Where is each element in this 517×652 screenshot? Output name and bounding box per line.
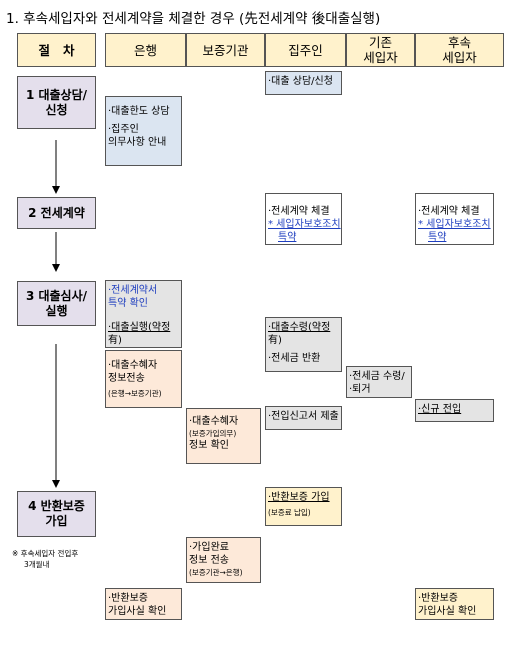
side-note: ※ 후속세입자 전입후 3개월내 bbox=[12, 549, 79, 569]
landlord-loan-consult-box: ·대출 상담/신청 bbox=[265, 71, 342, 95]
header-guarantor: 보증기관 bbox=[186, 33, 265, 67]
bank-consult-box: ·대출한도 상담 ·집주인 의무사항 안내 bbox=[105, 96, 182, 166]
header-landlord: 집주인 bbox=[265, 33, 346, 67]
header-existing-tenant: 기존 세입자 bbox=[346, 33, 415, 67]
landlord-report-box: ·전입신고서 제출 bbox=[265, 406, 342, 430]
bank-review-box: ·전세계약서 특약 확인 ·대출실행(약정 有) bbox=[105, 280, 182, 348]
bank-send-info-box: ·대출수혜자 정보전송 (은행→보증기관) bbox=[105, 350, 182, 408]
header-procedure: 절 차 bbox=[17, 33, 96, 67]
guarantor-check-box: ·대출수혜자 (보증가입의무) 정보 확인 bbox=[186, 408, 261, 464]
step-3-review: 3 대출심사/실행 bbox=[17, 281, 96, 326]
landlord-receive-box: ·대출수령(약정 有) ·전세금 반환 bbox=[265, 317, 342, 372]
landlord-contract-box: ·전세계약 체결 * 세입자보호조치 특약 bbox=[265, 193, 342, 245]
step-2-contract: 2 전세계약 bbox=[17, 197, 96, 229]
header-successor-tenant: 후속 세입자 bbox=[415, 33, 504, 67]
bank-confirm-box: ·반환보증 가입사실 확인 bbox=[105, 588, 182, 620]
page-title: 1. 후속세입자와 전세계약을 체결한 경우 (先전세계약 後대출실행) bbox=[6, 11, 381, 27]
successor-contract-box: ·전세계약 체결 * 세입자보호조치 특약 bbox=[415, 193, 494, 245]
existing-tenant-receive-box: ·전세금 수령/ ·퇴거 bbox=[346, 366, 412, 398]
landlord-guarantee-join-box: ·반환보증 가입 (보증료 납입) bbox=[265, 487, 342, 526]
header-bank: 은행 bbox=[105, 33, 186, 67]
step-1-consult: 1 대출상담/신청 bbox=[17, 76, 96, 129]
successor-movein-box: ·신규 전입 bbox=[415, 399, 494, 422]
guarantor-complete-box: ·가입완료 정보 전송 (보증기관→은행) bbox=[186, 537, 261, 583]
successor-confirm-box: ·반환보증 가입사실 확인 bbox=[415, 588, 494, 620]
